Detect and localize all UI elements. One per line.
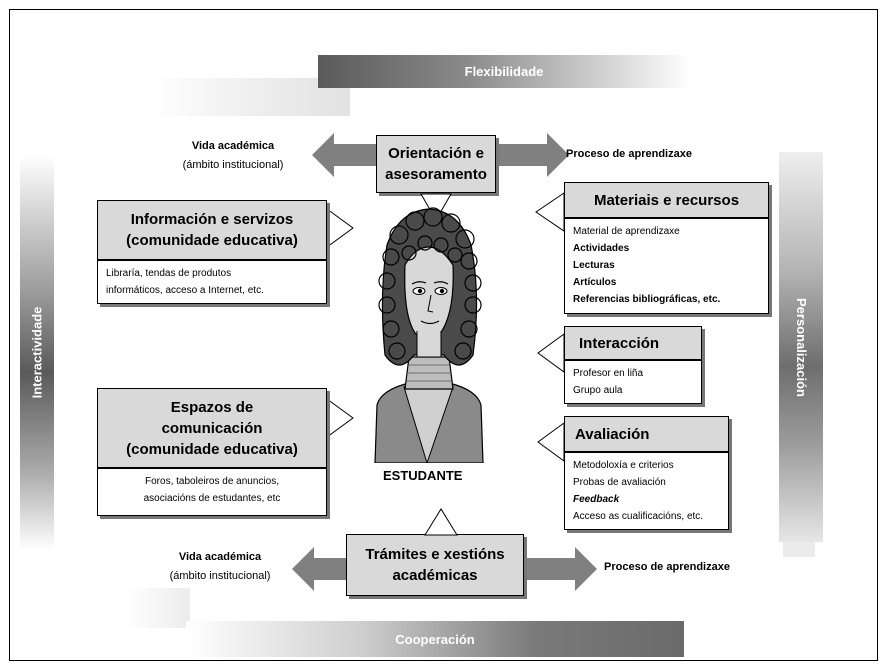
callout-bottom — [424, 508, 458, 536]
student-illustration — [374, 207, 484, 463]
bottom-left-label-sub: (ámbito institucional) — [169, 570, 271, 582]
list-item: Grupo aula — [573, 385, 623, 396]
materials-list: Material de aprendizaxe Actividades Lect… — [564, 218, 769, 314]
interaction-list: Profesor en liña Grupo aula — [564, 360, 702, 404]
flexibility-band-shadow — [150, 78, 350, 116]
top-right-label: Proceso de aprendizaxe — [566, 148, 692, 160]
list-item: Actividades — [573, 243, 630, 254]
list-item: Probas de avaliación — [573, 477, 666, 488]
info-services-box: Información e servizos (comunidade educa… — [97, 200, 327, 260]
info-services-list: Libraría, tendas de produtos informático… — [97, 260, 327, 304]
interactivity-label: Interactividade — [29, 306, 45, 399]
list-item: Libraría, tendas de produtos — [106, 268, 232, 279]
list-item: informáticos, acceso a Internet, etc. — [106, 285, 264, 296]
list-item: Artículos — [573, 277, 617, 288]
personalization-band: Personalización — [779, 152, 823, 542]
arrow-right-bottom — [522, 547, 597, 591]
arrow-left-bottom — [292, 547, 360, 591]
list-item: Acceso as cualificacións, etc. — [573, 511, 704, 522]
arrow-left-top — [312, 133, 378, 177]
materials-box: Materiais e recursos — [564, 182, 769, 218]
callout-top — [420, 193, 452, 221]
personalization-label: Personalización — [793, 297, 809, 397]
callout-info — [326, 208, 354, 248]
cooperation-band: Cooperación — [186, 621, 684, 657]
list-item: Feedback — [573, 494, 620, 505]
list-item: Referencias bibliográficas, etc. — [573, 294, 721, 305]
callout-materials — [535, 192, 565, 232]
top-left-label-bold: Vida académica — [191, 140, 275, 152]
flexibility-label: Flexibilidade — [464, 64, 544, 79]
list-item: Lecturas — [573, 260, 615, 271]
cooperation-label: Cooperación — [395, 631, 475, 647]
top-left-label-sub: (ámbito institucional) — [182, 159, 284, 171]
interaction-box: Interacción — [564, 326, 702, 360]
list-item: Foros, taboleiros de anuncios, — [145, 476, 279, 487]
top-left-label: Vida académica (ámbito institucional) — [153, 137, 313, 175]
evaluation-list: Metodoloxía e criterios Probas de avalia… — [564, 452, 729, 530]
callout-evaluation — [537, 422, 565, 462]
interactivity-band: Interactividade — [20, 155, 54, 550]
procedures-box: Trámites e xestións académicas — [346, 534, 524, 596]
list-item: Metodoloxía e criterios — [573, 460, 674, 471]
list-item: asociacións de estudantes, etc — [143, 493, 281, 504]
evaluation-box: Avaliación — [564, 416, 729, 452]
list-item: Material de aprendizaxe — [573, 226, 680, 237]
bottom-left-label: Vida académica (ámbito institucional) — [140, 548, 300, 586]
student-label: ESTUDANTE — [383, 468, 463, 483]
list-item: Profesor en liña — [573, 368, 644, 379]
flexibility-band: Flexibilidade — [318, 55, 690, 88]
bottom-right-label: Proceso de aprendizaxe — [604, 561, 730, 573]
bottom-left-label-bold: Vida académica — [178, 551, 262, 563]
orientation-box: Orientación e asesoramento — [376, 135, 496, 193]
cooperation-band-shadow — [125, 588, 190, 628]
arrow-right-top — [497, 133, 569, 177]
communication-box: Espazos de comunicación (comunidade educ… — [97, 388, 327, 468]
callout-interaction — [537, 333, 565, 373]
communication-list: Foros, taboleiros de anuncios, asociació… — [97, 468, 327, 516]
callout-comms — [326, 398, 354, 438]
